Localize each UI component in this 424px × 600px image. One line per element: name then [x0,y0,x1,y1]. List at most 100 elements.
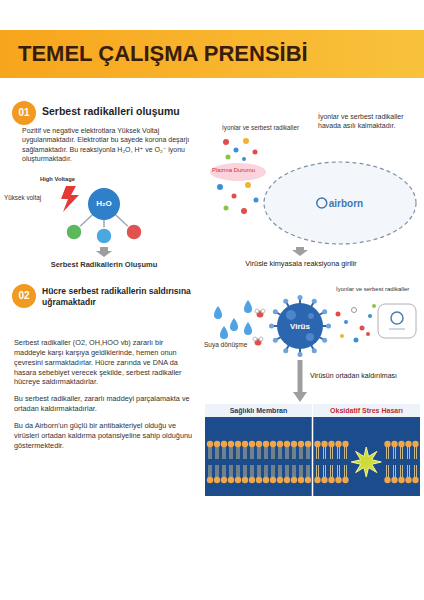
membrane-panel-outline [328,477,334,483]
radical-particles [352,308,357,313]
virus-shape-outline [322,338,327,343]
membrane-panel-outline [288,465,289,477]
membrane-panel-outline [284,477,290,483]
body-text: Bu da Airborn'un güçlü bir antibakteriye… [14,421,194,451]
membrane-panel-outline [339,465,340,477]
membrane-panel-outline [251,465,252,477]
radical-particles [366,332,370,336]
membrane-panel-outline [246,465,247,477]
membrane-panel-outline [412,477,418,483]
membrane-panel-outline [300,465,301,477]
purifier-device [389,328,405,330]
membrane-panel-outline [312,404,314,496]
membrane-panel-outline [228,441,234,447]
body-text: Serbest radikaller (O2, OH,HOO vb) zarar… [14,338,194,387]
membrane-panel-outline [339,447,340,459]
membrane-panel-outline [328,441,334,447]
body-text: Pozitif ve negative elektrotlara Yüksek … [22,126,212,164]
membrane-panel-outline [400,447,401,459]
membrane-panel-outline [274,465,275,477]
membrane-panel-outline [305,441,311,447]
membrane-panel-outline [277,477,283,483]
membrane-panel-outline [230,465,231,477]
label-box: Hücre serbest radikallerin saldırısına u… [42,286,202,308]
membrane-panel-outline [239,447,240,459]
membrane-panel-outline [265,465,266,477]
membrane-panel-outline [407,465,408,477]
membrane-panel-outline [232,447,233,459]
membrane-panel-outline [242,477,248,483]
membrane-panel-outline [263,477,269,483]
membrane-panel-outline [325,447,326,459]
membrane-panel-outline [221,441,227,447]
label-box: Suya dönüşme [204,341,264,349]
radical-particles [224,206,229,211]
virus-shape-outline [326,324,331,329]
ion-circle [66,224,142,244]
membrane-panel-outline [214,441,220,447]
membrane-panel-outline [302,447,303,459]
membrane-panel-outline [237,465,238,477]
virus-shape-outline [312,348,317,353]
water-molecules [255,309,265,318]
membrane-panel-outline [386,447,387,459]
membrane-panel-outline [216,447,217,459]
radical-particles [234,148,239,153]
plasma-ellipse-outline [264,162,416,244]
step-number-circle: 01 [12,101,36,125]
radical-particles [360,326,365,331]
membrane-panel-outline [323,465,324,477]
membrane-panel-outline [221,477,227,483]
water-drops [214,306,222,319]
membrane-panel-outline [398,441,404,447]
water-drops [244,322,252,335]
virus-shape-outline [269,324,274,329]
membrane-panel-outline [232,465,233,477]
membrane-panel-outline [286,465,287,477]
membrane-panel-outline [407,447,408,459]
membrane-panel: Sağlıklı MembranOksidatif Stres Hasarı [205,404,420,496]
radical-particles [336,304,377,343]
figure-caption: Serbest Radikallerin Oluşumu [34,260,174,270]
water-drops [230,318,238,331]
membrane-panel-outline [402,447,403,459]
membrane-panel-outline [249,477,255,483]
membrane-panel-outline [386,465,387,477]
label-box: Plazma Durumu [212,167,264,174]
purifier-device [378,304,416,338]
membrane-panel-outline [393,465,394,477]
membrane-panel-outline [414,465,415,477]
membrane-panel-outline [272,465,273,477]
membrane-panel-outline [260,447,261,459]
membrane-panel-outline [242,441,248,447]
membrane-panel-outline [309,447,310,459]
membrane-panel-outline [295,447,296,459]
membrane-panel-outline [263,441,269,447]
membrane-panel-outline [309,465,310,477]
callout-label: Virüsle kimyasala reaksiyona girilir [226,259,376,268]
node-text: airborn [317,198,363,209]
membrane-panel-outline [398,477,404,483]
membrane-panel-outline [335,477,341,483]
membrane-panel-outline [318,465,319,477]
membrane-panel-outline [218,447,219,459]
water-molecules [253,309,265,346]
membrane-panel-outline [342,477,348,483]
membrane-panel-outline [323,447,324,459]
voltage-label: High Voltage [40,176,100,183]
virus-shape-outline [306,333,314,341]
node-text: 01 [18,108,29,118]
logo-icon [317,198,327,208]
node-text: Sağlıklı Membran [205,404,313,417]
label-box: Serbest radikaller (O2, OH,HOO vb) zarar… [14,338,194,387]
membrane-panel-outline [235,477,241,483]
membrane-panel-outline [409,465,410,477]
water-drops [220,326,228,339]
radical-particles [253,150,258,155]
membrane-panel-outline [216,465,217,477]
membrane-panel-outline [344,465,345,477]
purifier-device [391,312,403,324]
label-box: Virüsle kimyasala reaksiyona girilir [226,259,376,268]
membrane-panel-outline [302,465,303,477]
